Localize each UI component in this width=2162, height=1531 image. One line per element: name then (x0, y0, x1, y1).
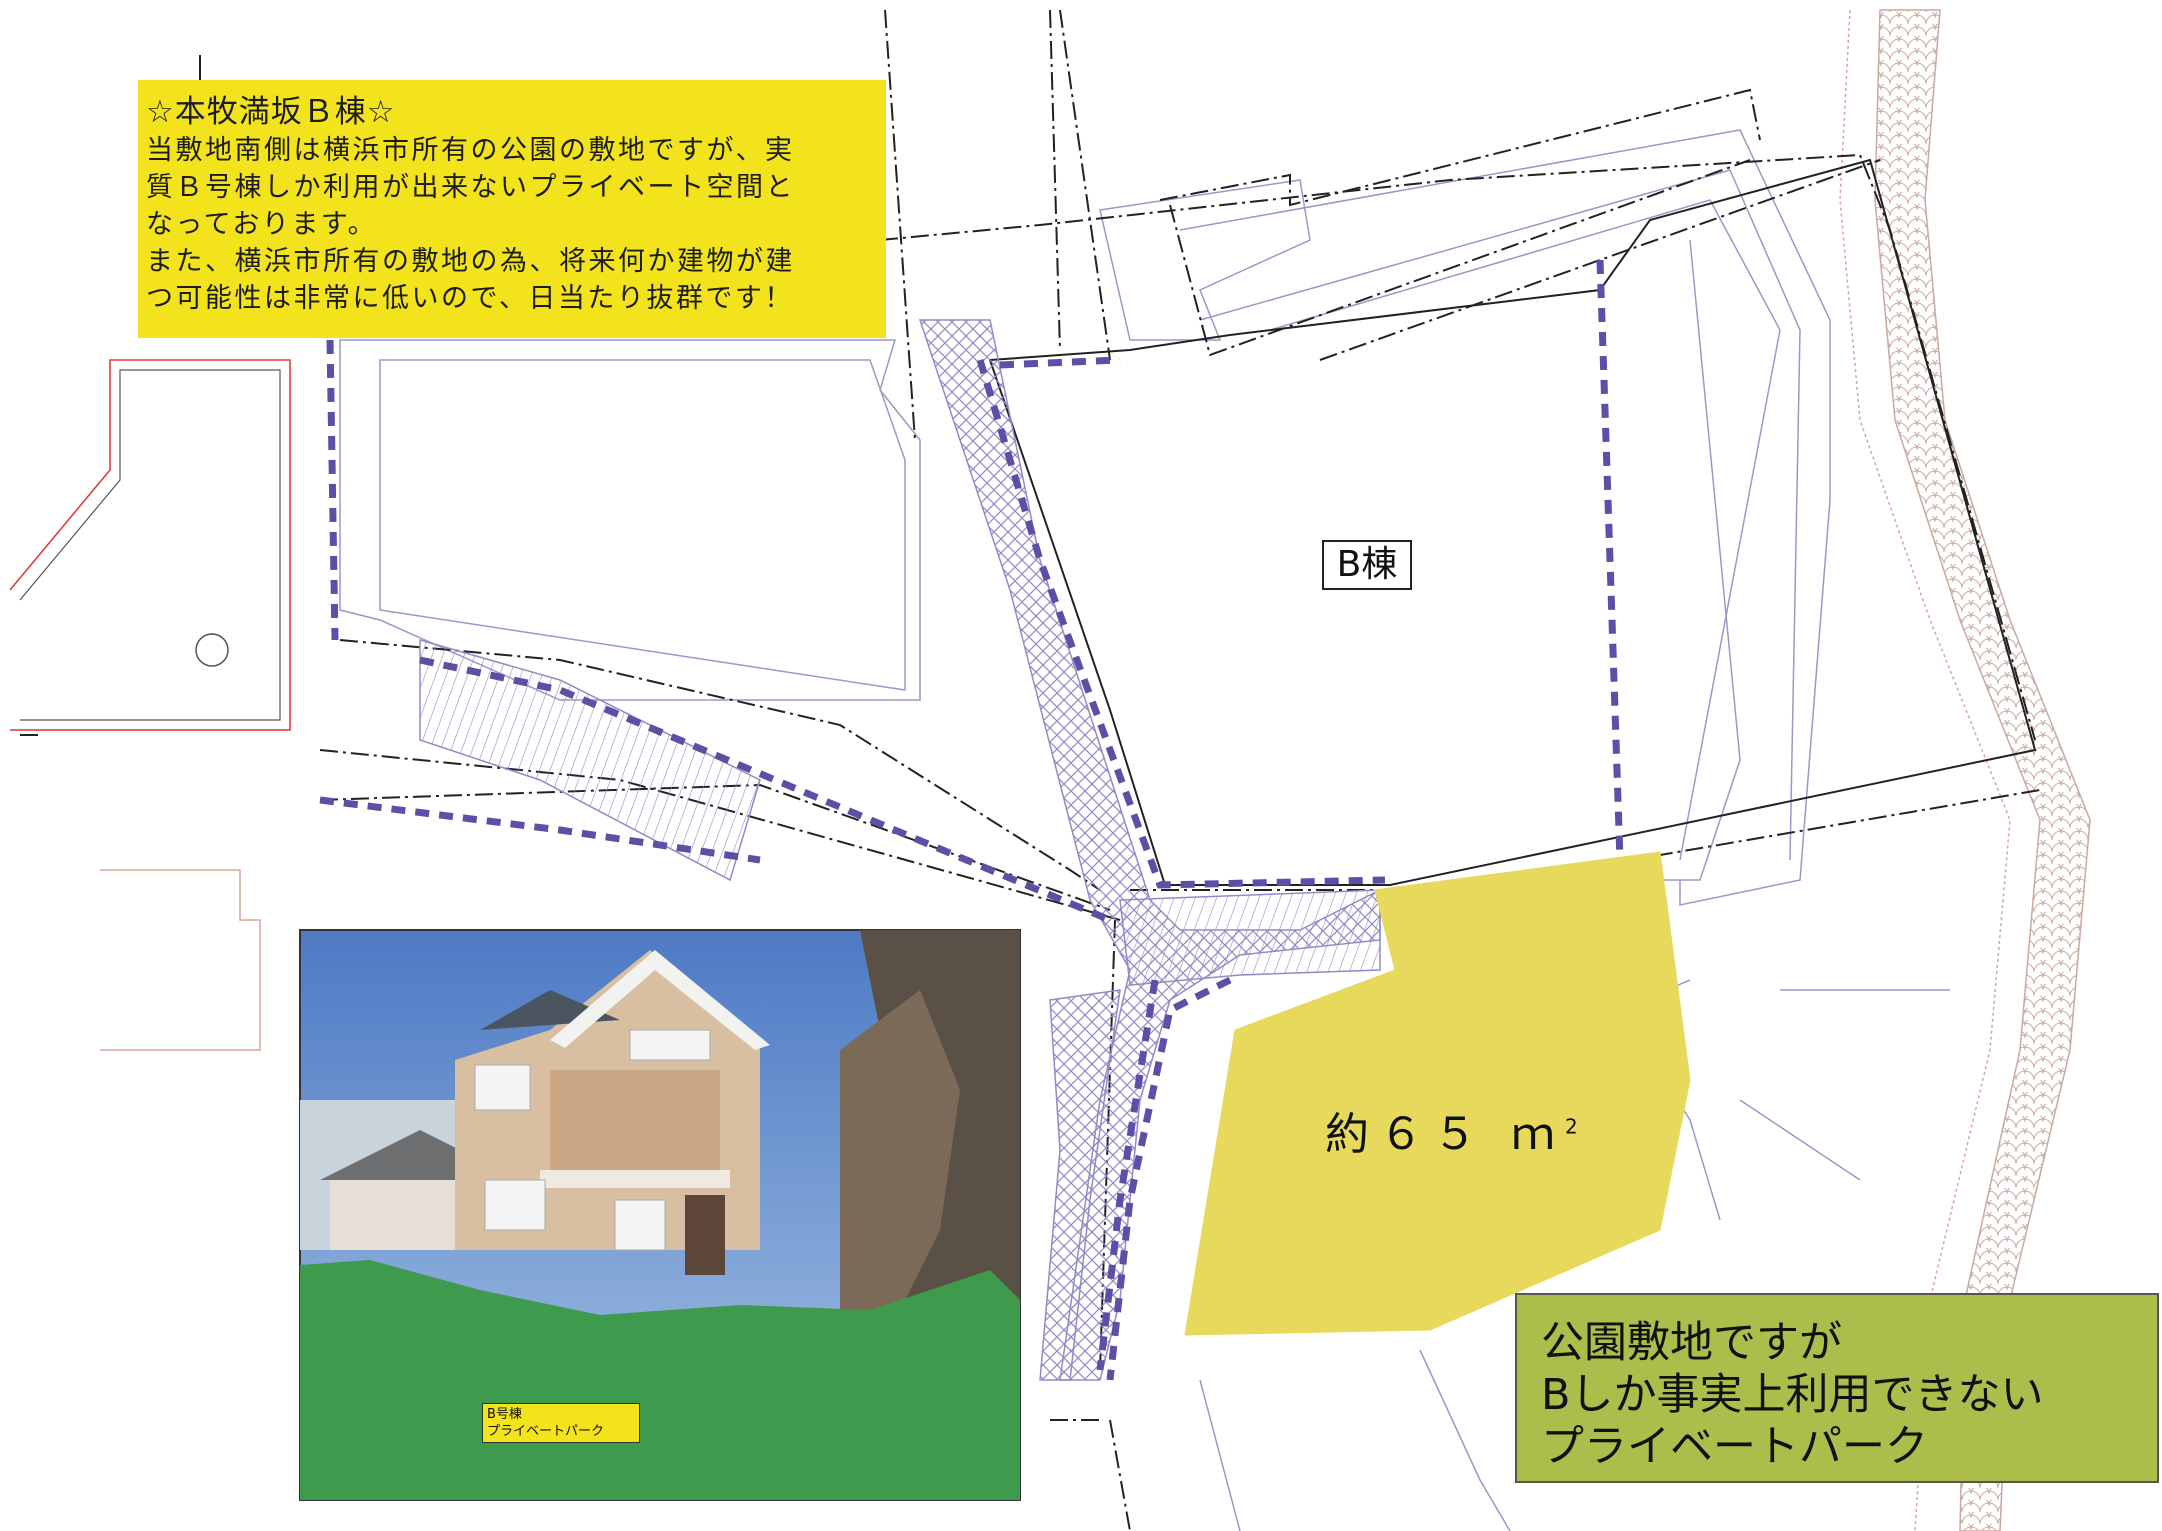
purple-dashed-edges (319, 259, 1624, 1381)
callout-line: 当敷地南側は横浜市所有の公園の敷地ですが、実 (146, 135, 795, 166)
callout-line: つ可能性は非常に低いので、日当たり抜群です！ (146, 283, 794, 314)
park-area-unit-sup: 2 (1565, 1114, 1578, 1139)
description-callout: ☆本牧満坂Ｂ棟☆ 当敷地南側は横浜市所有の公園の敷地ですが、実 質Ｂ号棟しか利用… (138, 80, 886, 338)
callout-line: 質Ｂ号棟しか利用が出来ないプライベート空間と (146, 172, 795, 203)
callout-title: ☆本牧満坂Ｂ棟☆ (146, 94, 396, 130)
private-park-line: Bしか事実上利用できない (1541, 1370, 2044, 1420)
photo-caption-line2: プライベートパーク (487, 1424, 605, 1439)
house-photo (299, 929, 1021, 1501)
park-area-label: 約６５ ｍ2 (1325, 1098, 1578, 1162)
private-park-line: 公園敷地ですが (1541, 1318, 1842, 1368)
retaining-wall-strip (1839, 9, 2091, 1531)
photo-caption-line1: B号棟 (487, 1407, 522, 1422)
building-b-label: B棟 (1322, 540, 1412, 590)
private-park-line: プライベートパーク (1541, 1422, 1928, 1472)
callout-line: また、横浜市所有の敷地の為、将来何か建物が建 (146, 246, 795, 277)
neighbor-lot-left (9, 55, 291, 1051)
photo-caption: B号棟 プライベートパーク (482, 1403, 640, 1443)
callout-line: なっております。 (146, 209, 378, 240)
private-park-callout: 公園敷地ですが Bしか事実上利用できない プライベートパーク (1515, 1293, 2159, 1483)
park-area-text: 約６５ ｍ (1325, 1109, 1565, 1160)
stairs (419, 639, 1381, 986)
building-b-outline (988, 158, 2037, 886)
park-area-polygon (1184, 851, 1691, 1336)
